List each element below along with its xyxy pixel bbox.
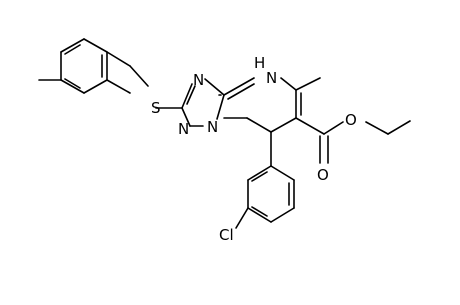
bond-inner <box>64 78 81 89</box>
atom-n-triazole-left: N <box>178 120 189 138</box>
bond <box>60 79 85 94</box>
bond-inner <box>227 83 255 100</box>
bond <box>365 121 389 135</box>
bond-inner <box>186 85 196 105</box>
atom-n-triazole-top: N <box>193 71 204 89</box>
bond <box>246 117 272 133</box>
bond <box>323 121 344 135</box>
bond <box>106 51 131 67</box>
bond-methyl <box>295 77 321 91</box>
bond <box>387 120 411 135</box>
bond <box>280 77 297 91</box>
atom-n-bridge: N <box>207 118 218 136</box>
bond-methyl <box>106 79 131 94</box>
bond <box>295 117 325 135</box>
bond <box>60 38 85 53</box>
bond-inner <box>64 44 81 55</box>
atom-sulfur: S <box>151 99 161 117</box>
bond <box>83 79 108 94</box>
atom-o-ester: O <box>345 111 357 129</box>
bond <box>270 207 295 223</box>
bond <box>216 94 225 120</box>
atom-o-carbonyl: O <box>317 166 329 184</box>
bond <box>247 165 272 181</box>
bond-inner <box>251 206 268 217</box>
bond <box>181 83 193 109</box>
bond-inner <box>251 171 268 182</box>
bond-lines <box>38 38 411 229</box>
bond <box>181 107 191 127</box>
atom-n-amine: N <box>266 69 277 87</box>
bond <box>270 165 295 181</box>
bond <box>247 207 272 223</box>
bond <box>204 78 225 96</box>
bond <box>83 38 108 53</box>
bond <box>223 77 255 96</box>
bond <box>129 65 149 87</box>
atom-nh-hydrogen: H <box>254 54 265 72</box>
atom-chlorine: Cl <box>219 226 234 244</box>
bond <box>270 117 297 133</box>
bond-chlorine <box>235 207 249 229</box>
